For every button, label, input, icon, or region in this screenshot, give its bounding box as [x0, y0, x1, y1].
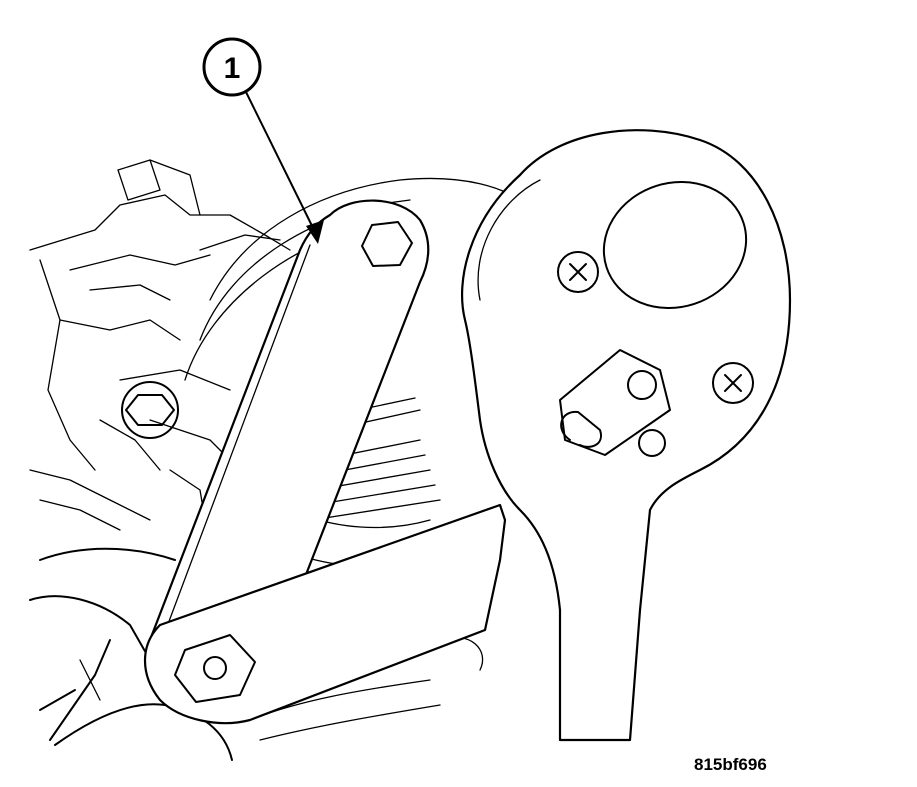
callout-1: 1 — [202, 37, 324, 244]
ratchet-wrench — [461, 129, 792, 742]
open-end-wrench — [148, 199, 430, 650]
mounting-bolt-icon — [121, 381, 179, 439]
flat-wrench — [143, 503, 507, 725]
figure-code: 815bf696 — [694, 755, 767, 774]
callout-number: 1 — [224, 52, 241, 85]
